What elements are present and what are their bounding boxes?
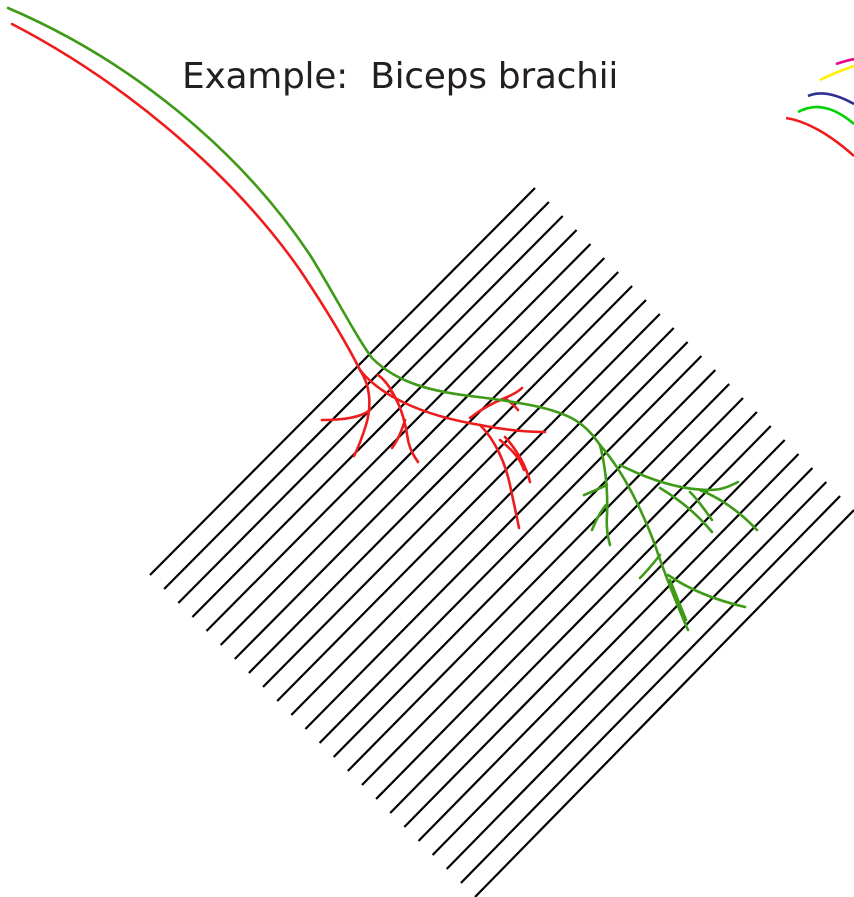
arc-green [797, 105, 854, 125]
green-branch-3c [688, 490, 714, 522]
muscle-fiber-line [403, 439, 786, 828]
arc-red [785, 116, 854, 157]
green-branch-3b [698, 488, 759, 532]
muscle-fiber-line [474, 509, 854, 897]
red-branch-3a [498, 438, 526, 472]
muscle-fiber-line [445, 481, 828, 870]
muscle-fiber-line [262, 299, 647, 688]
muscle-fiber-line [417, 453, 800, 842]
green-branch-2a [638, 553, 662, 580]
red-branch-2 [388, 388, 420, 464]
green-branch-3a [658, 486, 714, 534]
green-branch-1 [598, 443, 612, 547]
muscle-fiber-bundle [149, 187, 854, 897]
muscle-fiber-line [361, 397, 744, 786]
muscle-fiber-line [191, 229, 578, 618]
red-branch-4a [503, 396, 520, 412]
green-axon-trunk [6, 6, 602, 447]
green-branch-2 [598, 443, 690, 632]
muscle-fiber-line [234, 271, 619, 660]
muscle-fiber-line [276, 313, 661, 702]
arc-magenta [835, 57, 854, 66]
red-branch-3 [478, 423, 521, 530]
color-legend-arcs [785, 57, 854, 157]
muscle-fiber-line [318, 355, 703, 744]
red-branch-3b [503, 435, 532, 484]
muscle-fiber-line [431, 467, 814, 856]
muscle-fiber-line [290, 327, 675, 716]
example-caption: Example: Biceps brachii [182, 56, 619, 97]
muscle-fiber-line [375, 411, 758, 800]
muscle-fiber-line [389, 425, 772, 814]
green-branch-1a [582, 483, 609, 497]
red-branch-1 [352, 368, 371, 458]
red-branch-2b [376, 373, 397, 399]
green-branch-1b [590, 503, 608, 532]
motor-axon-red [10, 22, 547, 530]
muscle-fiber-line [347, 383, 730, 772]
green-branch-2b [666, 573, 747, 609]
muscle-fiber-line [332, 369, 717, 758]
arc-blue [807, 92, 854, 106]
arc-yellow [819, 64, 854, 82]
muscle-fiber-line [304, 341, 689, 730]
motor-axon-green [6, 6, 759, 632]
red-branch-1a [320, 408, 372, 422]
muscle-fiber-line [248, 285, 633, 674]
red-branch-2a [390, 418, 407, 450]
green-branch-3 [618, 463, 740, 492]
muscle-fiber-line [149, 187, 536, 576]
muscle-fiber-line [460, 495, 841, 884]
green-branch-2c [668, 578, 688, 622]
muscle-fiber-line [163, 201, 550, 590]
